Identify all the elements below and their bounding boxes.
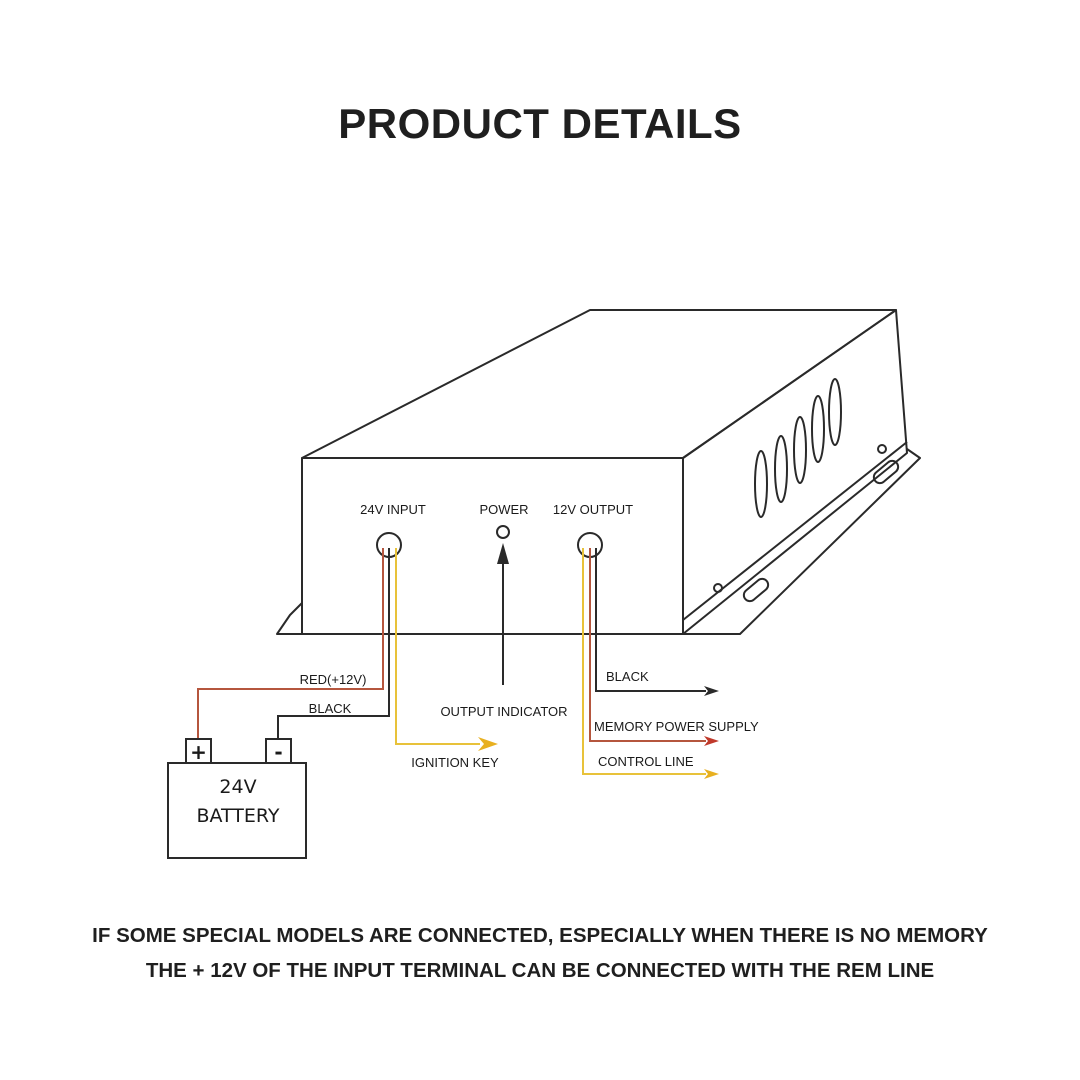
vent-slot-5 bbox=[828, 378, 842, 446]
memory-wire bbox=[589, 548, 706, 742]
output-indicator-arrow bbox=[497, 543, 509, 685]
flange-holes bbox=[713, 444, 900, 603]
power-label: POWER bbox=[479, 502, 528, 517]
input-label: 24V INPUT bbox=[360, 502, 426, 517]
output-indicator-label: OUTPUT INDICATOR bbox=[440, 704, 567, 719]
red-wire-label: RED(+12V) bbox=[300, 672, 367, 687]
page-title: PRODUCT DETAILS bbox=[338, 100, 742, 147]
box-top-face bbox=[301, 309, 897, 459]
flange-slot-far bbox=[872, 459, 900, 485]
box-front-face bbox=[301, 457, 684, 635]
battery-label: BATTERY bbox=[196, 805, 279, 827]
flange-hole-near bbox=[713, 583, 723, 593]
flange-slot-near bbox=[742, 577, 770, 603]
battery-plus-terminal bbox=[185, 738, 212, 764]
black-input-wire bbox=[277, 548, 390, 740]
black-output-arrow bbox=[704, 686, 719, 696]
ignition-wire bbox=[395, 548, 480, 745]
memory-power-supply-label: MEMORY POWER SUPPLY bbox=[594, 719, 759, 734]
black-output-wire bbox=[595, 548, 706, 692]
vent-slot-1 bbox=[754, 450, 768, 518]
battery-plus-sign: + bbox=[190, 740, 207, 764]
control-arrow bbox=[704, 769, 719, 779]
vent-slot-3 bbox=[793, 416, 807, 484]
power-led bbox=[496, 525, 510, 539]
vent-slots bbox=[754, 378, 842, 518]
battery: + - 24V BATTERY bbox=[167, 738, 307, 859]
converter-box bbox=[276, 309, 921, 635]
ignition-arrow bbox=[478, 737, 498, 751]
left-mounting-flange bbox=[276, 602, 303, 635]
battery-minus-terminal bbox=[265, 738, 292, 764]
vent-slot-2 bbox=[774, 435, 788, 503]
front-panel-terminals bbox=[376, 525, 603, 558]
memory-arrow bbox=[704, 736, 719, 746]
note-line-2: THE + 12V OF THE INPUT TERMINAL CAN BE C… bbox=[145, 959, 935, 982]
black-input-label: BLACK bbox=[309, 701, 352, 716]
control-wire bbox=[582, 548, 706, 775]
battery-minus-sign: - bbox=[274, 740, 282, 764]
flange-hole-far bbox=[877, 444, 887, 454]
ignition-key-label: IGNITION KEY bbox=[411, 755, 499, 770]
black-output-label: BLACK bbox=[606, 669, 649, 684]
battery-body bbox=[167, 762, 307, 859]
output-label: 12V OUTPUT bbox=[553, 502, 633, 517]
control-line-label: CONTROL LINE bbox=[598, 754, 694, 769]
battery-voltage: 24V bbox=[219, 776, 256, 798]
red-wire bbox=[197, 548, 384, 740]
right-mounting-flange bbox=[683, 448, 921, 635]
note-line-1: IF SOME SPECIAL MODELS ARE CONNECTED, ES… bbox=[92, 924, 988, 947]
vent-slot-4 bbox=[811, 395, 825, 463]
